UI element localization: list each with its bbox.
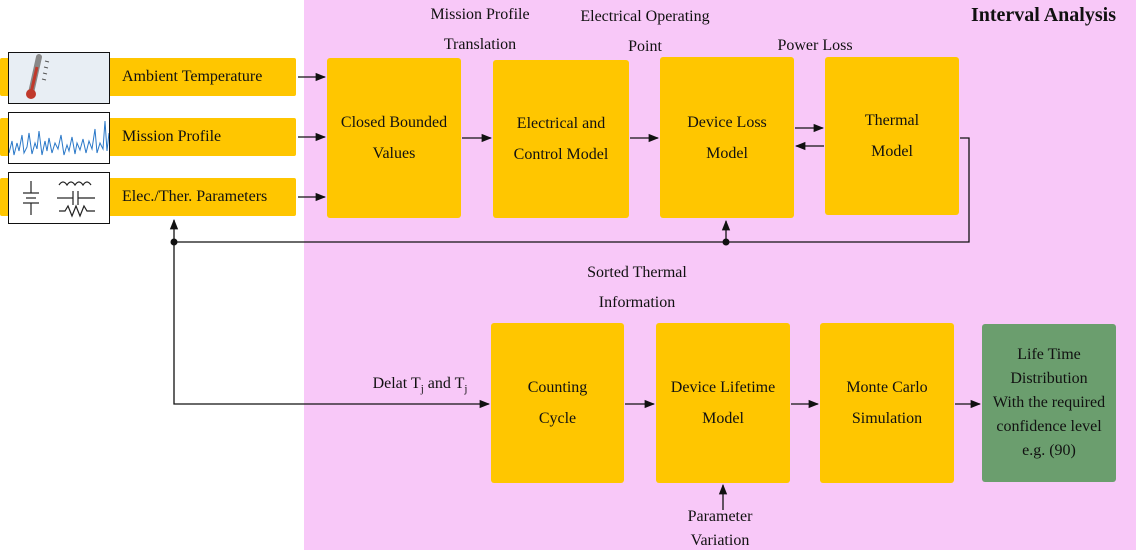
electrical-control-model-block: Electrical and Control Model <box>493 60 629 218</box>
block-text-line: e.g. (90) <box>1022 442 1076 459</box>
waveform-icon <box>8 112 110 164</box>
label-text: and T <box>423 375 465 392</box>
block-text-line: confidence level <box>996 418 1102 435</box>
block-text-line: Values <box>372 145 416 162</box>
elec-ther-parameters-input: Elec./Ther. Parameters <box>0 172 296 224</box>
delta-tj-label: Delat Tj and Tj <box>355 369 485 404</box>
mission-profile-translation-label: Mission Profile Translation <box>410 0 550 60</box>
device-loss-model-block: Device Loss Model <box>660 57 794 218</box>
label-line: Electrical Operating <box>580 8 710 25</box>
junction-dot-right <box>722 238 730 246</box>
mission-profile-label: Mission Profile <box>122 128 222 145</box>
label-line: Point <box>628 38 662 55</box>
sorted-thermal-information-label: Sorted Thermal Information <box>562 258 712 318</box>
block-text-line: Control Model <box>513 146 609 163</box>
block-text-line: Model <box>871 143 913 160</box>
ambient-temperature-input: Ambient Temperature <box>0 52 296 104</box>
label-line: Sorted Thermal <box>587 264 687 281</box>
thermal-feedback-line <box>174 137 970 243</box>
mission-profile-input: Mission Profile <box>0 112 296 164</box>
label-subscript: j <box>464 383 468 396</box>
elec-ther-parameters-label: Elec./Ther. Parameters <box>122 188 268 205</box>
block-text-line: Electrical and <box>516 115 606 132</box>
block-text-line: With the required <box>992 394 1106 411</box>
label-line: Parameter <box>687 508 753 525</box>
thermometer-icon <box>8 52 110 104</box>
block-text-line: Device Lifetime <box>670 379 776 396</box>
block-text-line: Simulation <box>851 410 923 427</box>
ambient-temperature-label: Ambient Temperature <box>122 68 263 85</box>
block-text-line: Model <box>702 410 744 427</box>
block-text-line: Closed Bounded <box>340 114 448 131</box>
closed-bounded-values-block: Closed Bounded Values <box>327 58 461 218</box>
label-line: Mission Profile <box>430 6 530 23</box>
block-text-line: Distribution <box>1010 370 1088 387</box>
parameter-variation-label: Parameter Variation <box>660 505 780 553</box>
junction-dot-left <box>170 238 178 246</box>
label-line: Variation <box>690 532 750 549</box>
label-subscript: j <box>420 383 424 396</box>
label-line: Translation <box>443 36 517 53</box>
power-loss-label: Power Loss <box>777 37 853 54</box>
electrical-operating-point-label: Electrical Operating Point <box>560 2 730 62</box>
circuit-components-icon <box>8 172 110 224</box>
block-text-line: Monte Carlo <box>846 379 928 396</box>
diagram-title: Interval Analysis <box>970 4 1116 26</box>
label-line: Information <box>598 294 676 311</box>
arrow-feedback-to-counting <box>173 242 491 409</box>
label-text: Delat T <box>372 375 421 392</box>
block-text-line: Cycle <box>538 410 577 427</box>
thermal-model-block: Thermal Model <box>825 57 959 215</box>
block-text-line: Thermal <box>864 112 920 129</box>
device-lifetime-model-block: Device Lifetime Model <box>656 323 790 483</box>
block-text-line: Life Time <box>1017 346 1081 363</box>
block-text-line: Model <box>706 144 748 162</box>
life-time-distribution-block: Life Time Distribution With the required… <box>982 324 1116 482</box>
monte-carlo-simulation-block: Monte Carlo Simulation <box>820 323 954 483</box>
counting-cycle-block: Counting Cycle <box>491 323 624 483</box>
block-text-line: Counting <box>527 379 588 396</box>
block-text-line: Device Loss <box>687 113 767 131</box>
